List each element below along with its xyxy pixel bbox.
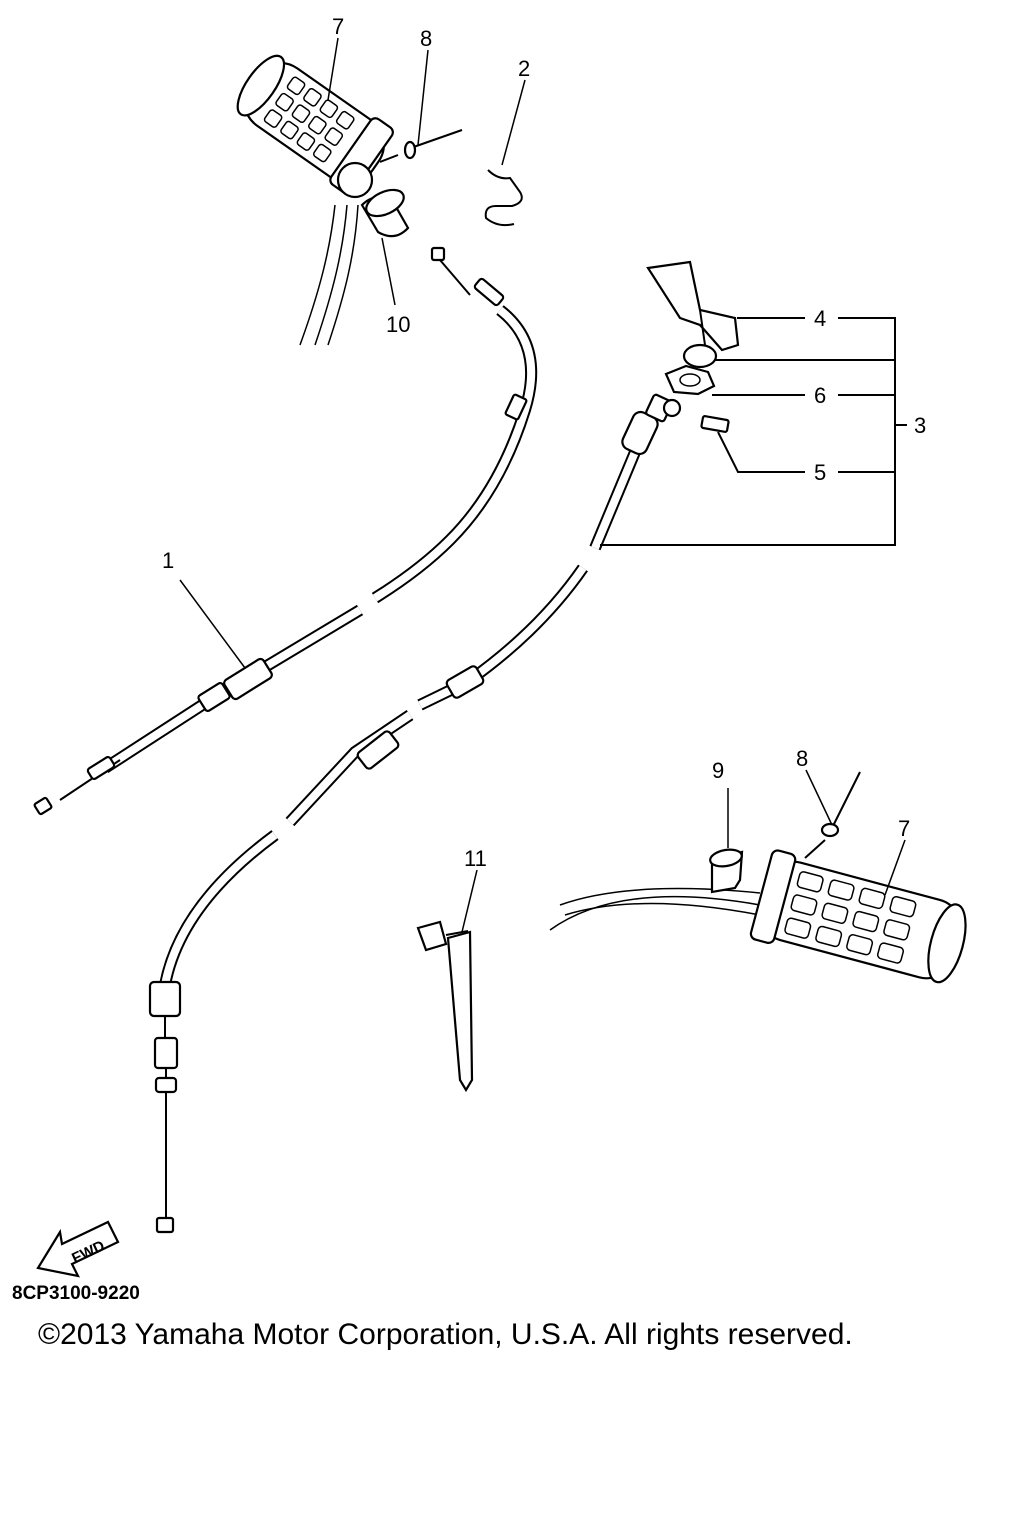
- nut: [664, 364, 716, 396]
- callout-7-top: 7: [332, 14, 344, 39]
- callout-9: 9: [712, 758, 724, 783]
- grip-bottom-right: [549, 849, 967, 984]
- bracket-3: [600, 317, 907, 546]
- callout-8-bottom: 8: [796, 746, 808, 771]
- copyright-notice: ©2013 Yamaha Motor Corporation, U.S.A. A…: [38, 1318, 853, 1351]
- callout-8-top: 8: [420, 26, 432, 51]
- callout-2: 2: [518, 56, 530, 81]
- callout-1: 1: [162, 548, 174, 573]
- pin-bottom: [804, 771, 861, 859]
- callout-6: 6: [814, 383, 826, 408]
- callout-10: 10: [386, 312, 410, 337]
- grip-top-left: [236, 54, 394, 346]
- grip-end-ring-top: [360, 188, 410, 238]
- pin-top: [379, 129, 463, 163]
- callout-11: 11: [464, 846, 487, 871]
- callout-4: 4: [814, 306, 826, 331]
- choke-cable: [148, 393, 682, 1234]
- grip-end-ring-bottom: [709, 848, 744, 894]
- parts-diagram: FWD 7 8 2 10 4 6 3 5 1 9 8 7 11: [33, 14, 967, 1278]
- callout-5: 5: [814, 460, 826, 485]
- diagram-code: 8CP3100-9220: [12, 1283, 140, 1304]
- callout-3: 3: [914, 413, 926, 438]
- washer: [682, 343, 718, 369]
- fwd-arrow-icon: [36, 1220, 120, 1278]
- cable-tie: [416, 920, 474, 1093]
- lever-pin: [700, 415, 730, 433]
- wire-clip: [484, 169, 523, 227]
- callout-7-bottom: 7: [898, 816, 910, 841]
- choke-lever: [646, 260, 740, 352]
- throttle-cable: [33, 246, 538, 816]
- leader-lines: [179, 37, 906, 933]
